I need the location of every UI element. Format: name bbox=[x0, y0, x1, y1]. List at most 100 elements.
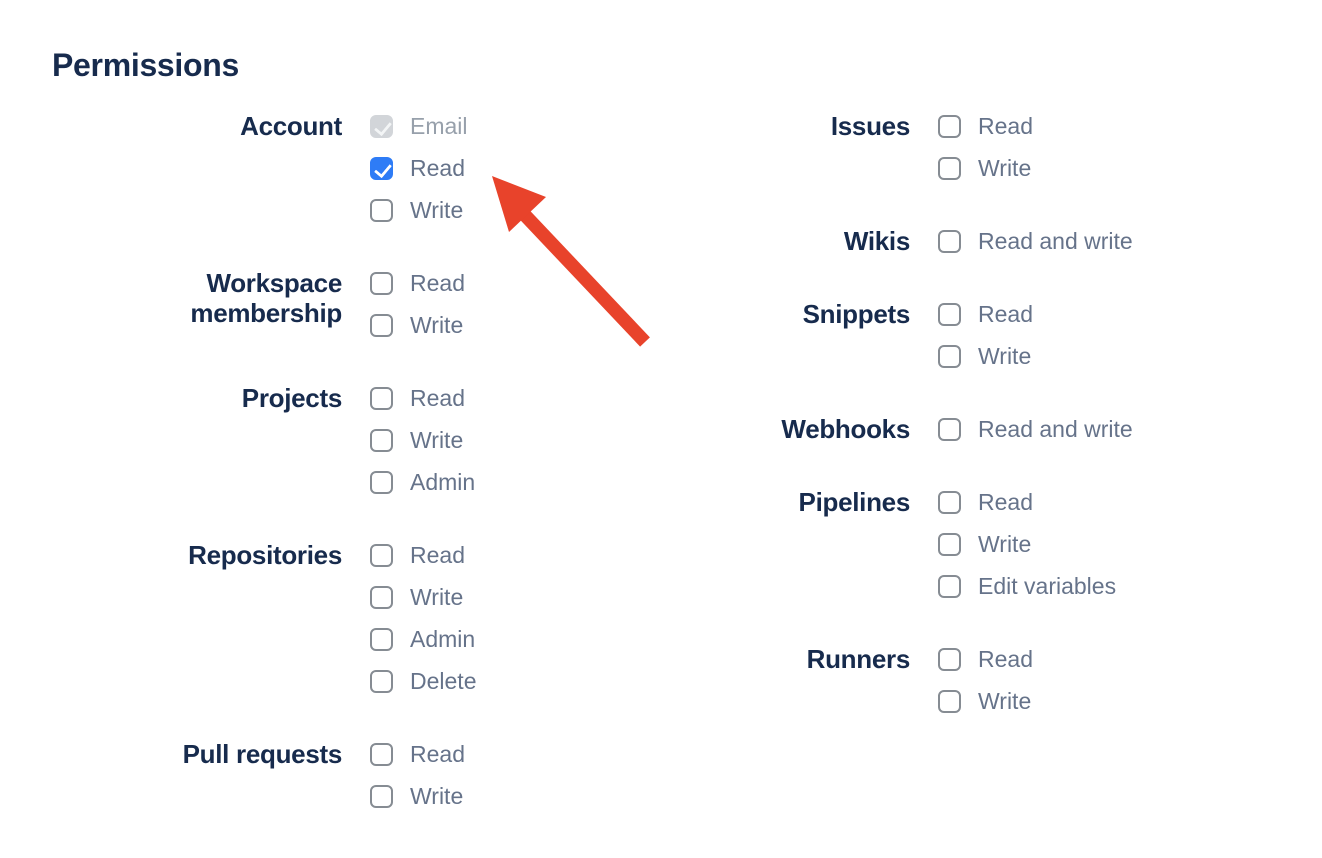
checkbox-issues-write[interactable] bbox=[938, 157, 961, 180]
option-row: Write bbox=[370, 312, 465, 338]
permission-group-label: Pipelines bbox=[798, 487, 911, 517]
checkbox-webhooks-read-and-write[interactable] bbox=[938, 418, 961, 441]
option-row: Admin bbox=[370, 626, 476, 652]
checkbox-runners-write[interactable] bbox=[938, 690, 961, 713]
option-label[interactable]: Read bbox=[410, 385, 465, 411]
option-row: Write bbox=[370, 427, 475, 453]
checkbox-projects-admin[interactable] bbox=[370, 471, 393, 494]
option-label[interactable]: Write bbox=[410, 427, 464, 453]
option-row: Write bbox=[938, 155, 1033, 181]
option-label[interactable]: Write bbox=[978, 155, 1032, 181]
permission-group-pipelines: Pipelines Read Write Edit variables bbox=[720, 487, 1133, 617]
option-label[interactable]: Read and write bbox=[978, 228, 1133, 254]
checkbox-pull-requests-read[interactable] bbox=[370, 743, 393, 766]
option-label[interactable]: Read bbox=[410, 155, 465, 181]
option-label[interactable]: Read bbox=[410, 741, 465, 767]
option-label[interactable]: Write bbox=[410, 197, 464, 223]
permissions-column-right: Issues Read Write Wikis bbox=[720, 111, 1133, 858]
option-row: Admin bbox=[370, 469, 476, 495]
checkbox-repositories-admin[interactable] bbox=[370, 628, 393, 651]
checkbox-pull-requests-write[interactable] bbox=[370, 785, 393, 808]
option-label[interactable]: Delete bbox=[410, 668, 477, 694]
option-label[interactable]: Edit variables bbox=[978, 573, 1117, 599]
option-label[interactable]: Write bbox=[410, 783, 464, 809]
option-label[interactable]: Read bbox=[978, 113, 1033, 139]
option-row: Read bbox=[938, 646, 1033, 672]
option-label[interactable]: Read bbox=[978, 489, 1033, 515]
checkbox-repositories-write[interactable] bbox=[370, 586, 393, 609]
checkbox-snippets-read[interactable] bbox=[938, 303, 961, 326]
checkbox-account-read[interactable] bbox=[370, 157, 393, 180]
option-row: Read bbox=[938, 301, 1033, 327]
option-row: Write bbox=[370, 197, 468, 223]
checkbox-issues-read[interactable] bbox=[938, 115, 961, 138]
checkbox-projects-read[interactable] bbox=[370, 387, 393, 410]
permission-group-label: Webhooks bbox=[781, 414, 910, 444]
permission-group-account: Account Email Read Write bbox=[152, 111, 720, 241]
checkbox-workspace-membership-write[interactable] bbox=[370, 314, 393, 337]
checkbox-projects-write[interactable] bbox=[370, 429, 393, 452]
permission-group-pull-requests: Pull requests Read Write bbox=[152, 739, 720, 827]
permission-group-label: Snippets bbox=[802, 299, 911, 329]
option-label[interactable]: Read bbox=[410, 270, 465, 296]
option-row: Read bbox=[938, 113, 1033, 139]
option-row: Write bbox=[938, 688, 1033, 714]
option-label[interactable]: Write bbox=[978, 343, 1032, 369]
option-row: Email bbox=[370, 113, 468, 139]
checkbox-workspace-membership-read[interactable] bbox=[370, 272, 393, 295]
permission-group-label: Account bbox=[240, 111, 342, 141]
permission-group-wikis: Wikis Read and write bbox=[720, 226, 1133, 272]
permission-group-workspace-membership: Workspace membership Read Write bbox=[152, 268, 720, 356]
checkbox-account-email bbox=[370, 115, 393, 138]
permission-group-projects: Projects Read Write Admin bbox=[152, 383, 720, 513]
option-label[interactable]: Read bbox=[410, 542, 465, 568]
option-label[interactable]: Read and write bbox=[978, 416, 1133, 442]
permission-group-label: Repositories bbox=[188, 540, 342, 570]
option-row: Read bbox=[370, 385, 475, 411]
option-label[interactable]: Admin bbox=[410, 626, 476, 652]
option-row: Write bbox=[370, 584, 476, 610]
option-row: Read bbox=[938, 489, 1116, 515]
option-row: Read bbox=[370, 155, 468, 181]
checkbox-runners-read[interactable] bbox=[938, 648, 961, 671]
option-label[interactable]: Admin bbox=[410, 469, 476, 495]
permission-group-runners: Runners Read Write bbox=[720, 644, 1133, 732]
option-row: Read bbox=[370, 270, 465, 296]
checkbox-account-write[interactable] bbox=[370, 199, 393, 222]
permission-group-snippets: Snippets Read Write bbox=[720, 299, 1133, 387]
permission-group-label: Projects bbox=[241, 383, 343, 413]
option-row: Read bbox=[370, 542, 476, 568]
permission-group-webhooks: Webhooks Read and write bbox=[720, 414, 1133, 460]
checkbox-snippets-write[interactable] bbox=[938, 345, 961, 368]
option-label[interactable]: Write bbox=[978, 531, 1032, 557]
option-row: Write bbox=[938, 531, 1116, 557]
option-row: Write bbox=[938, 343, 1033, 369]
permission-group-label: Workspace membership bbox=[190, 268, 342, 328]
checkbox-wikis-read-and-write[interactable] bbox=[938, 230, 961, 253]
option-row: Read and write bbox=[938, 416, 1133, 442]
permission-group-label: Runners bbox=[806, 644, 911, 674]
option-label[interactable]: Write bbox=[978, 688, 1032, 714]
checkbox-pipelines-read[interactable] bbox=[938, 491, 961, 514]
option-row: Write bbox=[370, 783, 465, 809]
permission-group-label: Wikis bbox=[843, 226, 910, 256]
option-row: Delete bbox=[370, 668, 477, 694]
permission-group-label: Pull requests bbox=[182, 739, 343, 769]
option-label[interactable]: Read bbox=[978, 301, 1033, 327]
option-row: Read bbox=[370, 741, 465, 767]
option-row: Read and write bbox=[938, 228, 1133, 254]
option-label: Email bbox=[410, 113, 468, 139]
option-label[interactable]: Read bbox=[978, 646, 1033, 672]
option-label[interactable]: Write bbox=[410, 584, 464, 610]
permission-group-issues: Issues Read Write bbox=[720, 111, 1133, 199]
permissions-grid: Account Email Read Write bbox=[152, 111, 1322, 858]
option-label[interactable]: Write bbox=[410, 312, 464, 338]
checkbox-repositories-delete[interactable] bbox=[370, 670, 393, 693]
page-title: Permissions bbox=[52, 47, 240, 83]
permission-group-repositories: Repositories Read Write Admin bbox=[152, 540, 720, 712]
checkbox-repositories-read[interactable] bbox=[370, 544, 393, 567]
checkbox-pipelines-edit-variables[interactable] bbox=[938, 575, 961, 598]
checkbox-pipelines-write[interactable] bbox=[938, 533, 961, 556]
permissions-column-left: Account Email Read Write bbox=[152, 111, 720, 858]
